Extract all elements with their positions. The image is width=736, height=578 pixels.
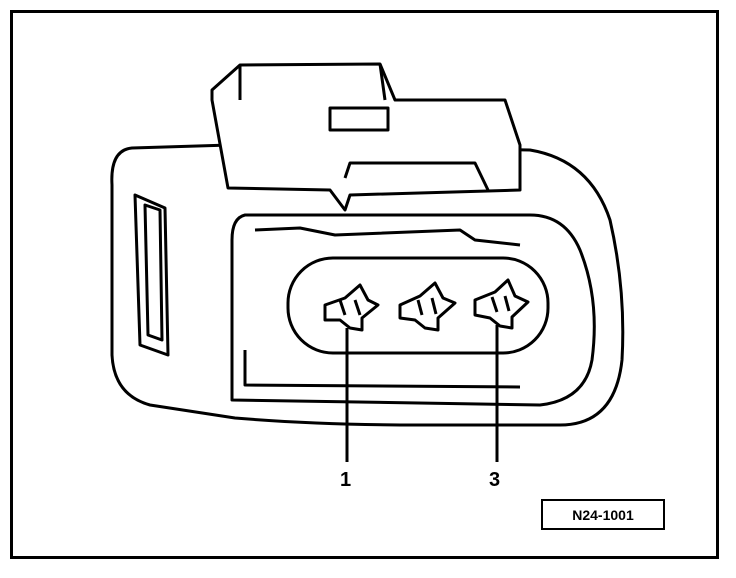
reference-code-box: N24-1001 (541, 499, 665, 530)
side-window (133, 193, 170, 357)
callout-label-1: 1 (340, 469, 352, 491)
locking-latch (210, 62, 522, 212)
terminal-3 (473, 278, 530, 330)
terminal-1 (323, 283, 380, 332)
latch-button (328, 106, 390, 132)
terminal-2 (398, 281, 457, 332)
reference-code: N24-1001 (572, 506, 634, 523)
callout-label-3: 3 (489, 469, 501, 491)
